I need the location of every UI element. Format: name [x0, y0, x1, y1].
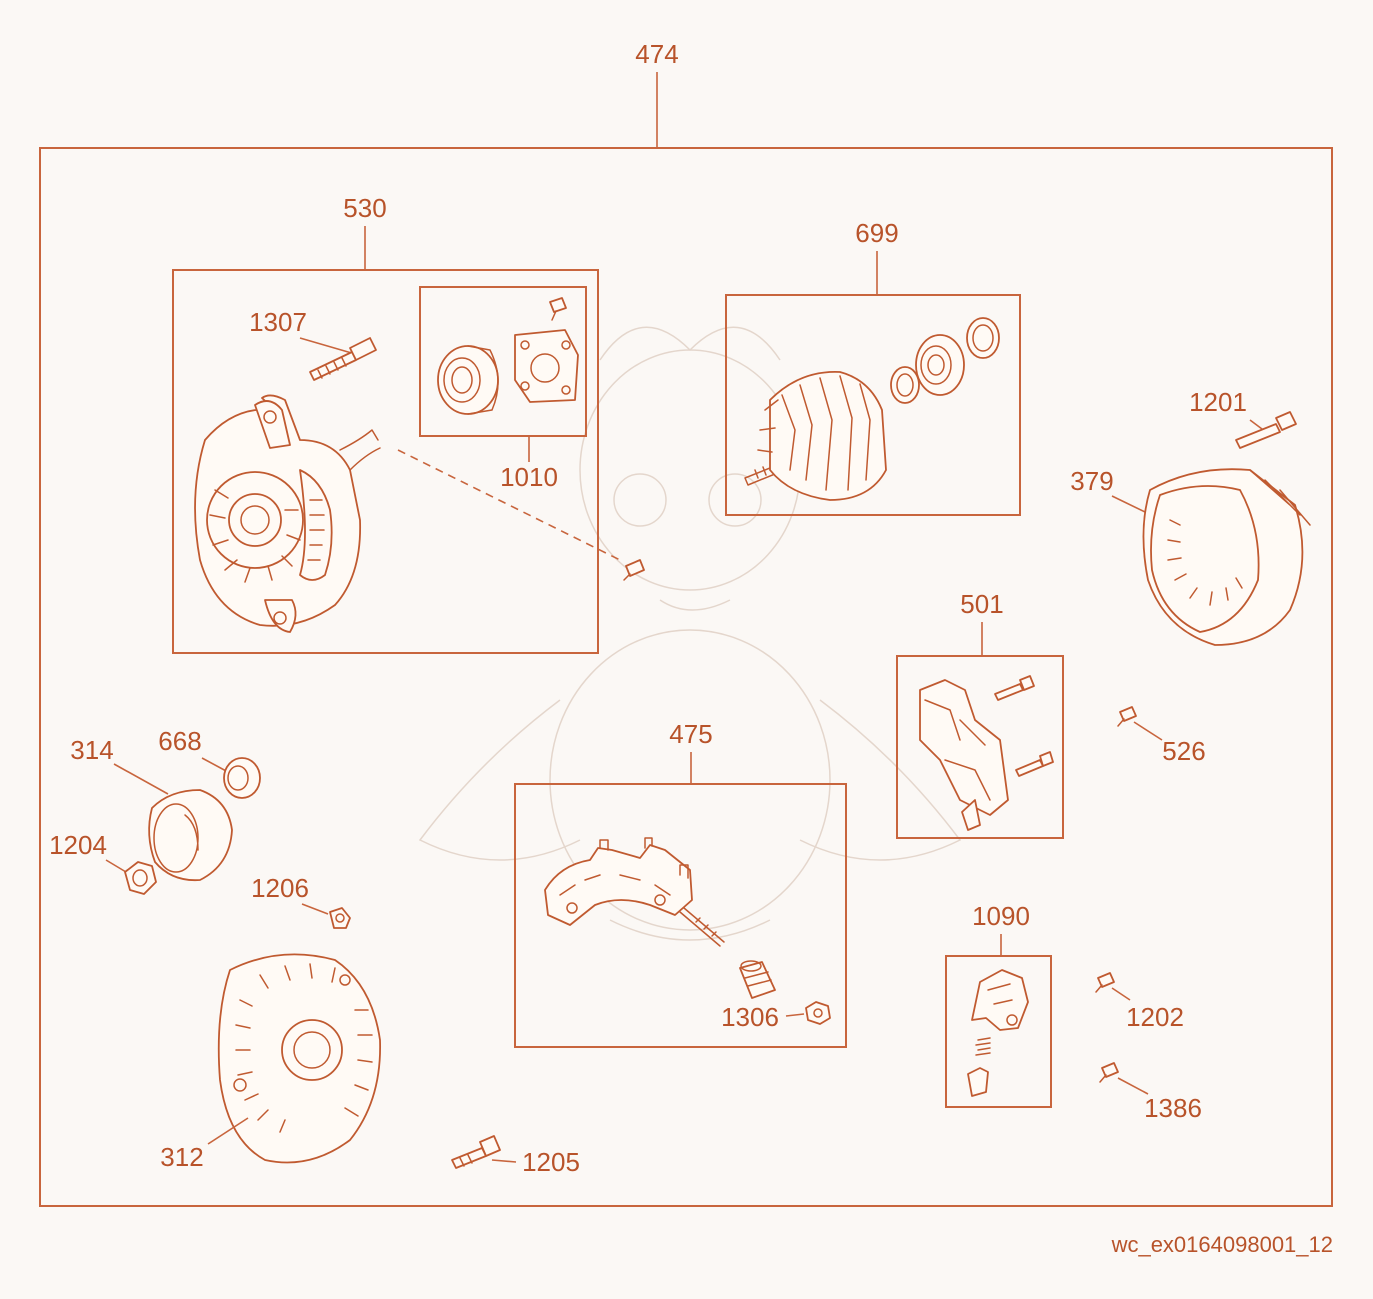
bearing-1010: [437, 345, 499, 415]
screw-526: [1117, 706, 1137, 727]
label-668: 668: [158, 726, 201, 756]
screw-1386: [1099, 1062, 1119, 1083]
frame-699: [725, 294, 1021, 516]
drive-end-housing: [194, 394, 381, 633]
label-1307: 1307: [249, 307, 307, 337]
nut-1306: [805, 1001, 831, 1025]
spacer-668: [223, 757, 261, 799]
screw-1202: [1095, 972, 1115, 993]
brush-1090: [967, 1067, 989, 1097]
frame-1090: [945, 955, 1052, 1108]
retainer-plate-1010: [514, 329, 579, 403]
label-1202: 1202: [1126, 1002, 1184, 1032]
screw-1010: [549, 297, 567, 321]
screw-501-upper: [994, 675, 1035, 701]
label-1201: 1201: [1189, 387, 1247, 417]
washer-1206: [329, 907, 351, 929]
spring-1090: [975, 1037, 991, 1056]
frame-1010: [419, 286, 587, 437]
rotor-spacer-ring: [890, 366, 920, 404]
label-1386: 1386: [1144, 1093, 1202, 1123]
rear-cover-379: [1142, 468, 1311, 646]
label-1010: 1010: [500, 462, 558, 492]
screw-small-530: [623, 559, 645, 581]
bolt-1201: [1235, 411, 1297, 449]
label-501: 501: [960, 589, 1003, 619]
figure-id: wc_ex0164098001_12: [1111, 1232, 1333, 1257]
brush-holder-501: [919, 679, 1009, 831]
rectifier-475: [544, 837, 725, 947]
pulley-314: [148, 789, 233, 882]
rotor-bearing: [915, 334, 965, 396]
label-314: 314: [70, 735, 113, 765]
rotor-699: [744, 371, 887, 501]
housing-312: [217, 953, 381, 1164]
label-1205: 1205: [522, 1147, 580, 1177]
label-312: 312: [160, 1142, 203, 1172]
frame-501: [896, 655, 1064, 839]
label-1306: 1306: [721, 1002, 779, 1032]
label-1206: 1206: [251, 873, 309, 903]
terminal-insulator: [739, 960, 776, 999]
bolt-1205: [451, 1135, 501, 1169]
frame-530: [172, 269, 599, 654]
label-379: 379: [1070, 466, 1113, 496]
label-699: 699: [855, 218, 898, 248]
screw-501-lower: [1015, 751, 1054, 777]
rotor-end-ring: [966, 317, 1000, 359]
regulator-1090: [971, 969, 1029, 1031]
label-474: 474: [635, 39, 678, 69]
label-1090: 1090: [972, 901, 1030, 931]
stud-bolt-1307: [309, 337, 377, 381]
label-1204: 1204: [49, 830, 107, 860]
label-526: 526: [1162, 736, 1205, 766]
label-530: 530: [343, 193, 386, 223]
frame-475: [514, 783, 847, 1048]
background-watermark: [418, 326, 962, 941]
nut-1204: [124, 861, 157, 895]
label-475: 475: [669, 719, 712, 749]
frame-474: [39, 147, 1333, 1207]
